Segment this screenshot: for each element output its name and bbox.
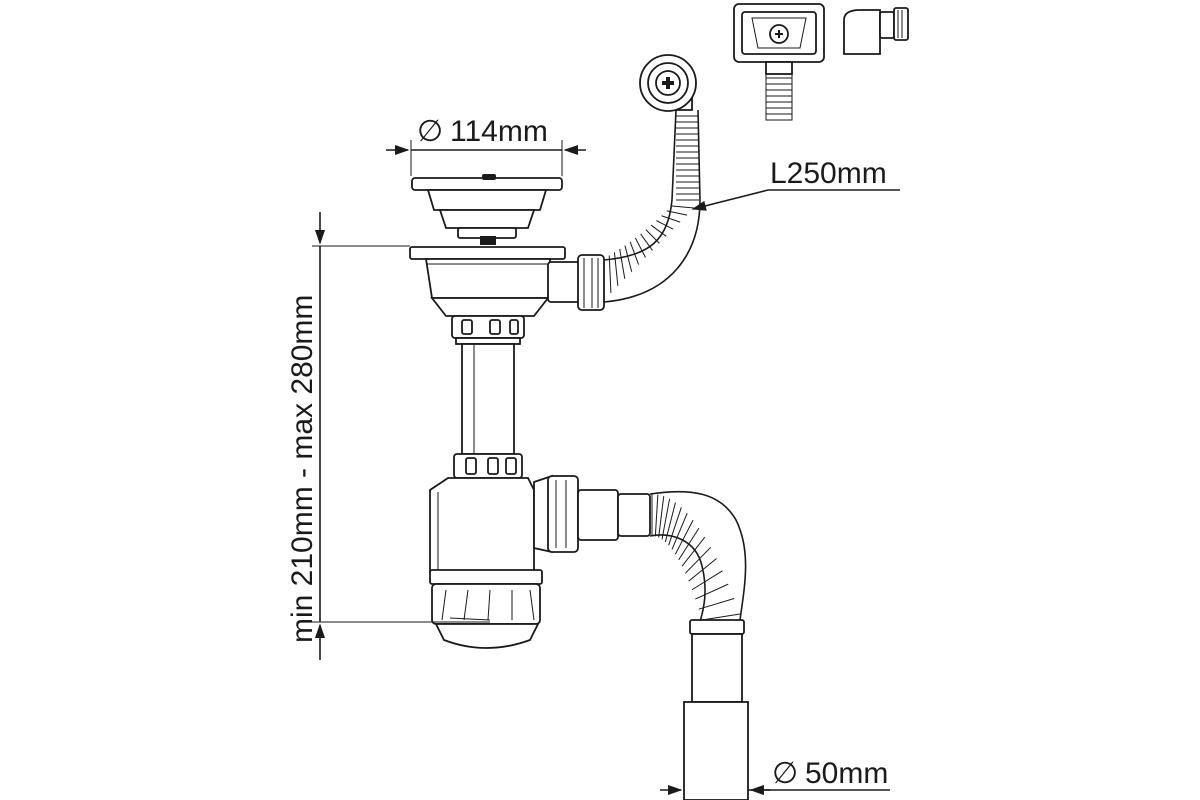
hose-rib xyxy=(664,502,676,543)
hose-rib xyxy=(613,252,619,286)
dimension-outlet-diameter: ∅ 50mm xyxy=(660,757,890,796)
dimension-strainer-diameter: ∅ 114mm xyxy=(386,115,586,176)
hose-rib xyxy=(668,507,682,546)
hose-rib xyxy=(674,519,694,555)
hose-rib xyxy=(661,498,671,540)
elbow-fitting xyxy=(843,7,909,55)
hose-rib xyxy=(650,224,667,237)
tailpiece-pipe xyxy=(453,343,523,479)
dimension-overflow-length: L250mm xyxy=(691,157,900,211)
strainer-basket xyxy=(411,174,563,245)
hose-rib xyxy=(698,598,735,610)
diameter-symbol: ∅ xyxy=(417,115,443,148)
hose-rib xyxy=(656,220,674,230)
hose-rib xyxy=(634,237,646,258)
rect-overflow-head xyxy=(733,3,825,121)
strainer-diameter-label: 114mm xyxy=(450,115,548,148)
hose-rib xyxy=(681,536,706,567)
hose-rib xyxy=(671,513,688,550)
hose-rib xyxy=(695,583,729,600)
overflow-head xyxy=(639,54,697,112)
hose-rib xyxy=(684,546,712,574)
overflow-length-label: L250mm xyxy=(770,157,887,190)
hose-rib xyxy=(654,494,659,537)
hose-rib xyxy=(645,229,660,244)
hose-rib xyxy=(608,255,612,293)
outlet-diameter-label: 50mm xyxy=(805,757,888,790)
hose-rib xyxy=(658,496,665,538)
corrugated-outlet-hose xyxy=(649,490,747,623)
hose-rib xyxy=(661,215,681,223)
height-range-label: min 210mm - max 280mm xyxy=(286,295,319,643)
hose-rib xyxy=(619,248,626,279)
drain-body xyxy=(409,246,605,345)
hose-rib xyxy=(624,245,633,272)
hose-rib xyxy=(671,205,695,209)
hose-rib xyxy=(629,241,640,265)
dimension-height-range: min 210mm - max 280mm xyxy=(286,212,490,660)
hose-rib xyxy=(691,570,723,591)
hose-rib xyxy=(640,233,653,251)
hose-rib xyxy=(701,613,741,621)
outlet-connector xyxy=(547,475,651,553)
diameter-symbol-outlet: ∅ xyxy=(772,757,798,790)
hose-rib xyxy=(666,210,688,216)
hose-rib xyxy=(678,527,700,561)
overflow-hose xyxy=(603,109,701,303)
hose-rib xyxy=(688,558,717,582)
outlet-pipe xyxy=(683,619,749,800)
